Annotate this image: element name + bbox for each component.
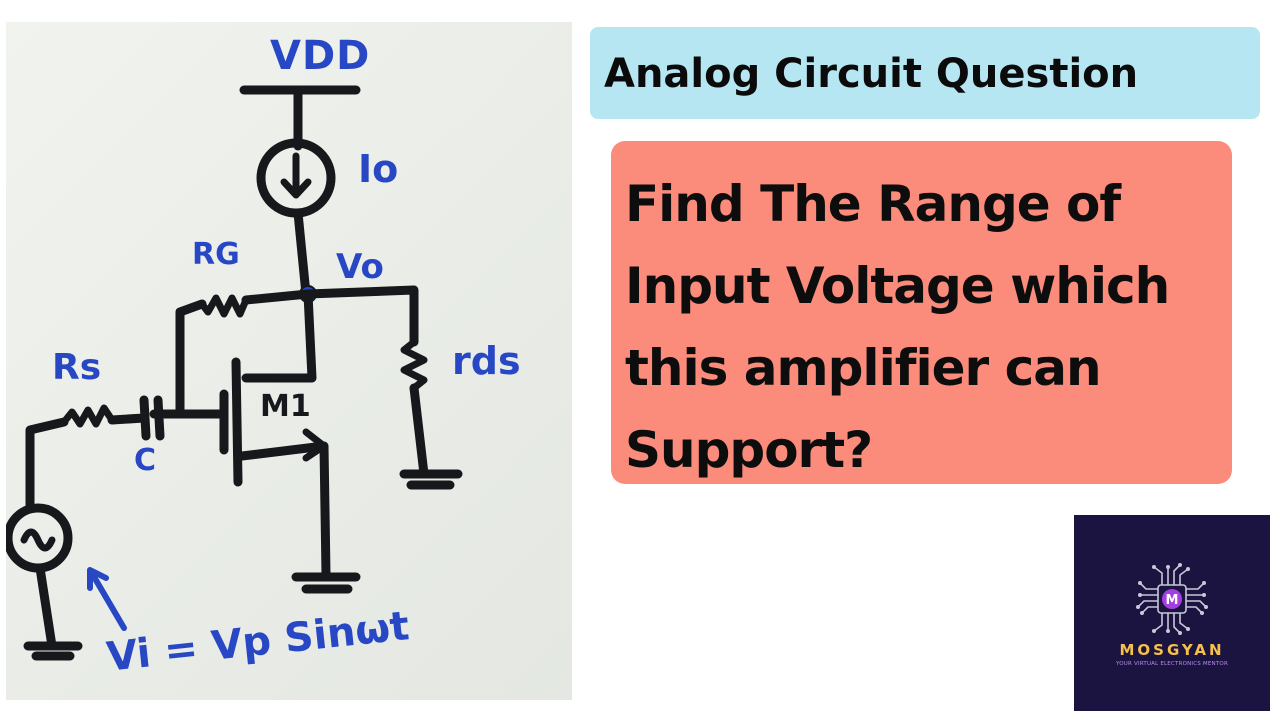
question-line: Support? xyxy=(625,421,873,479)
ac-sine xyxy=(20,528,56,552)
banner-title: Analog Circuit Question xyxy=(604,51,1139,97)
mosgyan-logo: M MOSGYAN YOUR VIRTUAL ELECTRONICS MENTO… xyxy=(1074,515,1270,711)
rs-resistor xyxy=(60,404,116,428)
rds-ground-wire xyxy=(409,383,429,479)
question-line: Find The Range of xyxy=(625,175,1121,233)
current-arrow xyxy=(280,152,312,199)
drain-wire xyxy=(241,289,317,383)
vo-rds-wire xyxy=(303,285,419,347)
rs-label: Rs xyxy=(52,347,102,388)
title-banner: Analog Circuit Question xyxy=(590,27,1260,119)
mosfet-channel xyxy=(231,357,243,487)
m1-label: M1 xyxy=(260,389,311,424)
rg-left-wire xyxy=(175,299,207,419)
chip-icon: M xyxy=(1136,563,1208,635)
cap-left-wire xyxy=(107,413,149,425)
rg-right-wire xyxy=(241,289,313,305)
vi-arrow xyxy=(87,567,127,631)
source-arrow xyxy=(302,428,328,462)
question-line: Input Voltage which xyxy=(625,257,1170,315)
logo-tagline: YOUR VIRTUAL ELECTRONICS MENTOR xyxy=(1116,661,1228,667)
question-box: Find The Range of Input Voltage which th… xyxy=(611,141,1232,484)
vo-label: Vo xyxy=(336,247,384,287)
logo-letter: M xyxy=(1166,593,1179,608)
question-line: this amplifier can xyxy=(625,339,1102,397)
circuit-wires xyxy=(6,85,463,661)
rds-resistor xyxy=(400,338,428,392)
io-to-vo-wire xyxy=(293,208,311,299)
circuit-diagram: VDD Io RG Vo rds Rs M1 C Vi = Vp Sinωt xyxy=(6,22,572,700)
rg-resistor xyxy=(198,294,250,318)
source-wire xyxy=(237,441,331,579)
vdd-label: VDD xyxy=(270,33,371,79)
rds-label: rds xyxy=(452,339,521,383)
chip-core-icon xyxy=(1162,589,1182,609)
ac-ground xyxy=(23,641,83,661)
io-label: Io xyxy=(358,147,399,191)
ac-ground-wire xyxy=(35,563,57,651)
source-ground xyxy=(291,572,361,594)
c-label: C xyxy=(134,443,157,478)
rs-left-wire xyxy=(25,417,69,513)
logo-name: MOSGYAN xyxy=(1119,641,1225,659)
rg-label: RG xyxy=(192,237,240,272)
rds-ground xyxy=(399,469,463,490)
question-text: Find The Range of Input Voltage which th… xyxy=(625,163,1225,491)
